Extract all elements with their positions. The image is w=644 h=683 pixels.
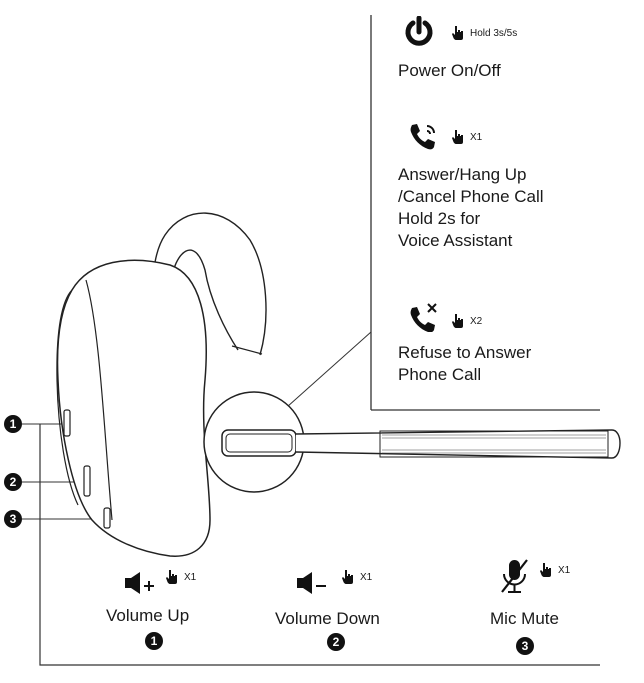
callout-number-2: 2 (4, 473, 22, 491)
volume-down-icon (297, 572, 326, 594)
reject-label: Refuse to Answer Phone Call (398, 343, 532, 384)
reject-press-hint: X2 (452, 314, 482, 328)
volume-down-label: Volume Down (275, 609, 380, 628)
power-label: Power On/Off (398, 61, 501, 80)
volume-up-number: 1 (145, 632, 163, 650)
side-button-2 (83, 465, 91, 497)
callout-number-3: 3 (4, 510, 22, 528)
volume-down-press-hint: X1 (342, 570, 372, 584)
headset-body (56, 259, 211, 557)
volume-up-press-text: X1 (184, 571, 197, 583)
boom-arm (295, 429, 621, 459)
ear-hook-joint (231, 345, 263, 355)
body-side-face (56, 289, 79, 506)
bottom-frame-line (39, 424, 600, 666)
volume-up-press-hint: X1 (166, 570, 196, 584)
boom-grip (379, 430, 609, 458)
reject-press-text: X2 (470, 315, 483, 327)
tap-hand-icon (452, 26, 463, 40)
call-press-hint: X1 (452, 130, 482, 144)
multifunction-button-inner (225, 433, 293, 453)
mic-mute-press-hint: X1 (540, 563, 570, 577)
phone-ringing-icon (410, 124, 435, 150)
mic-mute-label: Mic Mute (490, 609, 559, 628)
mic-mute-number: 3 (516, 637, 534, 655)
boom-grip-texture (382, 434, 606, 454)
phone-reject-icon (410, 303, 437, 332)
volume-up-label: Volume Up (106, 606, 190, 625)
power-press-hint: Hold 3s/5s (452, 26, 517, 40)
tap-hand-icon (342, 570, 353, 584)
tap-hand-icon (452, 314, 463, 328)
volume-up-icon (125, 572, 154, 594)
mic-mute-press-text: X1 (558, 564, 571, 576)
side-button-1 (63, 409, 71, 437)
power-press-text: Hold 3s/5s (470, 27, 518, 39)
mic-mute-icon (501, 559, 528, 593)
tap-hand-icon (166, 570, 177, 584)
call-press-text: X1 (470, 131, 483, 143)
volume-down-number: 2 (327, 633, 345, 651)
body-edge (85, 279, 113, 521)
tap-hand-icon (452, 130, 463, 144)
call-label: Answer/Hang Up /Cancel Phone Call Hold 2… (398, 165, 544, 250)
volume-down-press-text: X1 (360, 571, 373, 583)
power-icon (405, 16, 433, 46)
callout-number-1: 1 (4, 415, 22, 433)
tap-hand-icon (540, 563, 551, 577)
side-button-3 (103, 507, 111, 529)
